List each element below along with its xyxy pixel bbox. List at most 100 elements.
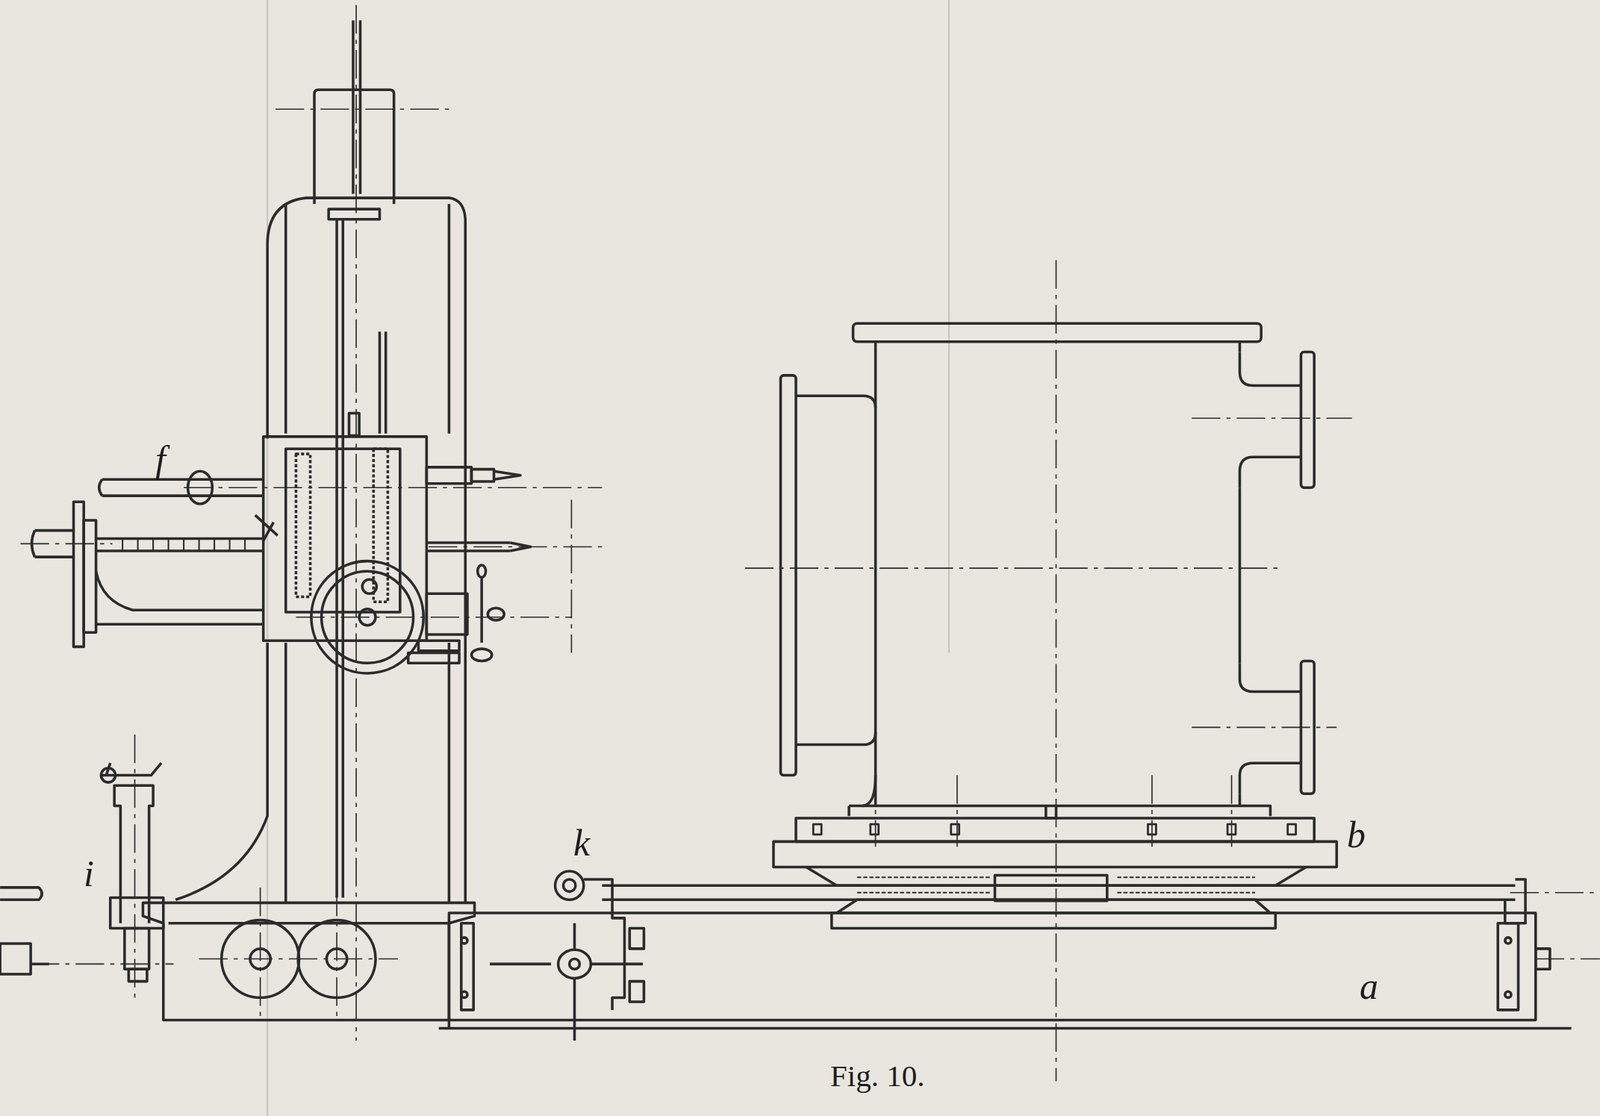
machine-outline-part	[285, 448, 401, 613]
part-letter: f	[153, 440, 168, 478]
machine-outline-part	[0, 943, 31, 975]
machine-outline-part	[265, 244, 269, 440]
centerline-part	[30, 963, 174, 966]
centerline-part	[355, 5, 357, 1041]
machine-outline-part	[102, 477, 264, 481]
machine-outline-part	[255, 515, 278, 541]
machine-outline-part	[341, 219, 345, 899]
centerline-part	[1151, 775, 1153, 848]
machine-outline-part	[1239, 351, 1301, 386]
centerline-part	[1191, 727, 1337, 729]
page-column-rule	[267, 0, 949, 1116]
machine-outline-part	[110, 898, 164, 929]
centerline	[20, 5, 1600, 1082]
centerline-part	[745, 567, 1281, 569]
machine-outline-part	[461, 991, 468, 998]
machine-outline-part	[124, 928, 150, 970]
machine-outline-part	[335, 219, 339, 899]
machine-outline-part-part	[813, 824, 822, 835]
centerline-part	[134, 734, 136, 1000]
machine-outline-part	[471, 648, 492, 661]
machine-outline-part	[295, 453, 310, 597]
machine-outline-part	[995, 875, 1108, 901]
machine-outline-part	[1239, 456, 1301, 488]
centerline-part	[1231, 775, 1233, 848]
machine-outline-part	[562, 879, 575, 892]
machine-outline-part	[831, 913, 1276, 929]
machine-outline-part	[1505, 991, 1512, 998]
machine-outline-part-part	[951, 824, 960, 835]
centerline-part	[275, 108, 449, 110]
figure-caption: Fig. 10.	[827, 1060, 927, 1092]
centerline-part	[1510, 892, 1600, 894]
machine-outline-part	[175, 642, 268, 900]
machine-outline-part	[558, 949, 592, 979]
part-letter: i	[81, 854, 97, 893]
machine-outline-part	[494, 471, 522, 480]
machine-outline-part	[426, 593, 468, 635]
machine-outline	[0, 20, 1571, 1041]
machine-outline-part	[73, 501, 85, 647]
machine-outline-part	[426, 549, 510, 553]
machine-outline-part	[555, 871, 584, 900]
machine-outline-part	[426, 467, 472, 484]
centerline-part	[335, 887, 338, 1021]
machine-outline-part	[142, 902, 475, 1020]
machine-outline-part	[328, 209, 380, 220]
machine-outline-part	[284, 203, 288, 434]
machine-outline-part	[418, 640, 460, 652]
machine-outline-part	[100, 768, 115, 783]
machine-outline-part	[629, 928, 644, 949]
centerline-part	[956, 775, 958, 848]
machine-outline-part	[569, 959, 581, 970]
centerline-part	[183, 486, 602, 489]
centerline-part	[875, 775, 877, 848]
machine-outline-part	[99, 479, 103, 496]
machine-outline-part	[471, 469, 494, 482]
machine-outline-part	[847, 806, 851, 817]
machine-outline-part	[795, 732, 876, 745]
machine-outline-part	[1497, 923, 1518, 1011]
machine-outline-part	[378, 331, 382, 434]
machine-outline-part	[263, 436, 428, 641]
machine-outline-part	[373, 448, 388, 602]
machine-outline-part	[1238, 793, 1242, 806]
centerline-part	[1191, 417, 1353, 419]
machine-outline-part	[573, 923, 577, 949]
machine-outline-part	[813, 824, 1296, 835]
machine-outline-part	[480, 576, 484, 643]
machine-outline-part	[359, 20, 363, 194]
machine-outline-part	[83, 520, 96, 633]
machine-outline-part	[862, 775, 876, 807]
machine-outline-part	[795, 395, 876, 408]
machine-outline-part	[447, 642, 451, 903]
centerline-part	[428, 546, 602, 549]
machine-outline-part	[114, 785, 154, 923]
machine-outline-part	[1239, 763, 1301, 794]
page-column-rule-part	[266, 0, 269, 1116]
machine-outline-part	[1046, 806, 1057, 819]
machine-outline-part	[0, 887, 42, 900]
machine-outline-part	[1238, 341, 1242, 353]
machine-outline-part	[168, 922, 450, 926]
machine-outline-part	[780, 375, 796, 776]
machine-outline-part	[362, 579, 377, 594]
machine-outline-part	[1239, 662, 1301, 692]
machine-outline-part	[461, 937, 468, 944]
machine-outline-part	[1505, 879, 1526, 924]
machine-outline-part	[426, 541, 510, 545]
part-letter: k	[571, 824, 593, 862]
part-letter: b	[1344, 816, 1368, 854]
machine-outline-part	[795, 818, 1315, 842]
centerline-part	[199, 958, 398, 961]
machine-outline-part	[439, 1027, 1572, 1031]
machine-outline-part	[629, 981, 644, 1002]
machine-outline-part	[1505, 937, 1512, 944]
machine-outline-part	[848, 806, 1270, 817]
machine-outline-part	[583, 879, 625, 1011]
machine-outline-part-part	[870, 824, 879, 835]
machine-outline-part	[489, 963, 552, 967]
centerline-part	[259, 887, 262, 1021]
machine-outline-part	[284, 642, 288, 903]
